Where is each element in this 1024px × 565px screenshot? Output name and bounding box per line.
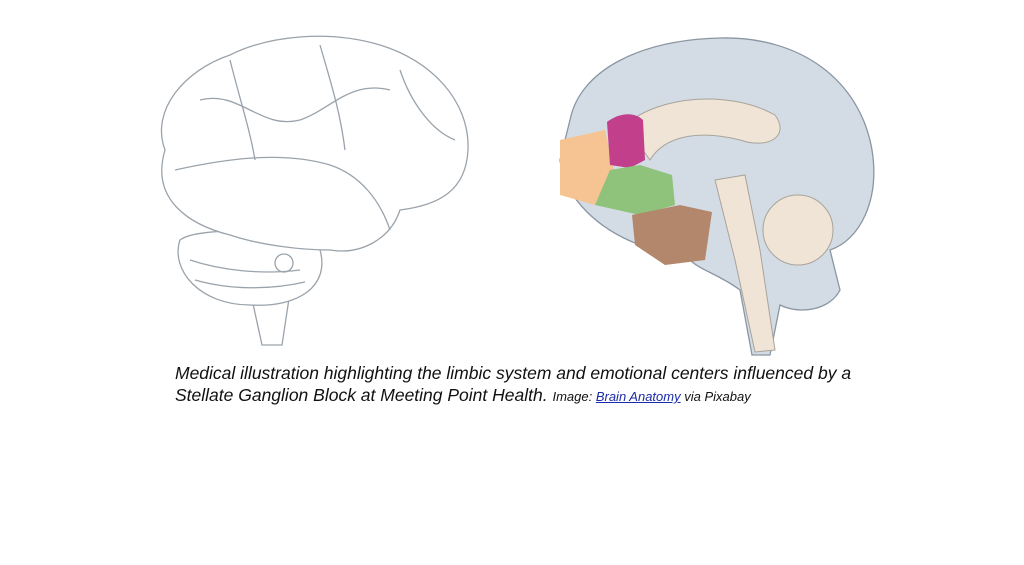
brain-anatomy-link[interactable]: Brain Anatomy [595,389,681,404]
lateral-brain-outline [160,35,469,346]
brown-region [632,205,712,265]
orange-region [560,130,615,205]
green-region [595,165,675,215]
figure-caption: Medical illustration highlighting the li… [175,362,855,408]
magenta-region [607,114,645,168]
credit-suffix: via Pixabay [684,389,751,404]
sagittal-brain [559,37,875,356]
caption-text: Medical illustration highlighting the li… [175,363,852,405]
image-credit: Image: Brain Anatomy via Pixabay [552,389,750,404]
brain-illustrations [160,35,875,356]
credit-prefix: Image: [552,389,593,404]
